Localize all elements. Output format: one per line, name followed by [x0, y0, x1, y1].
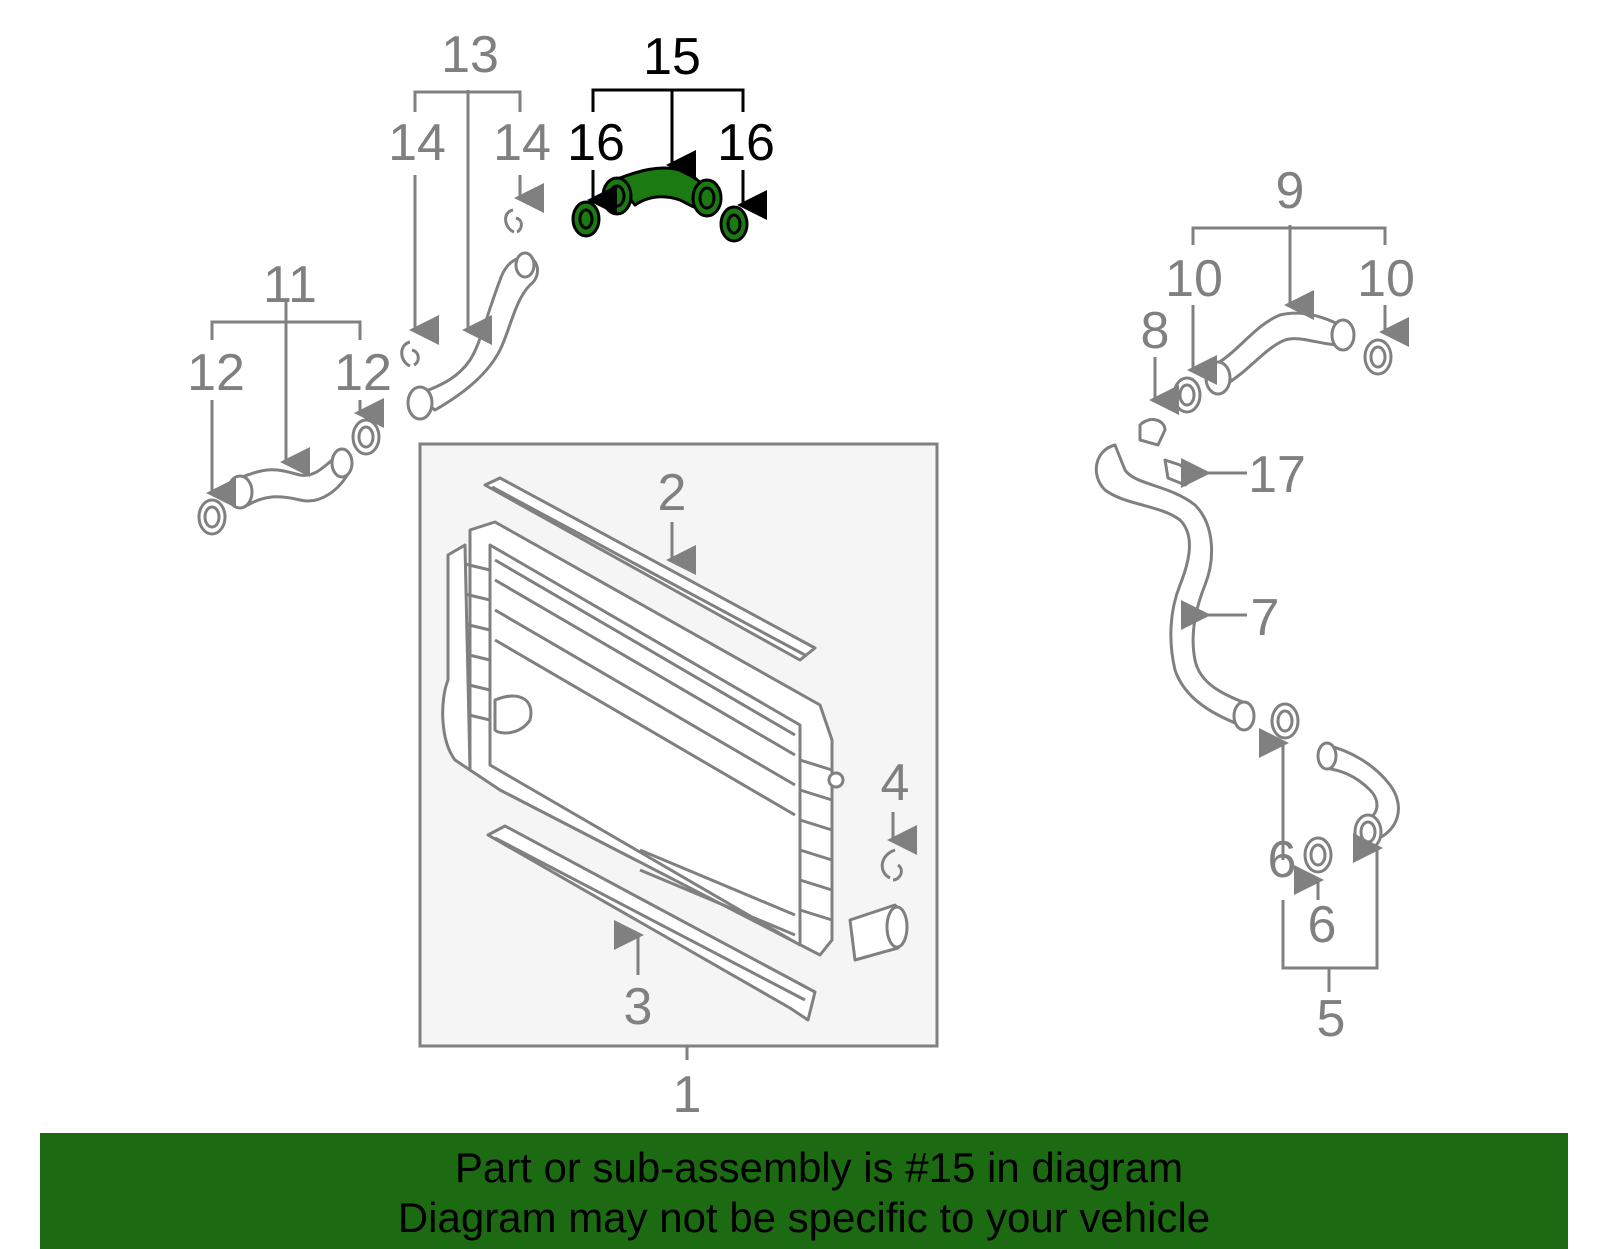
hose-11	[197, 418, 381, 536]
hose-5	[1303, 741, 1400, 874]
banner-line-part-number: Part or sub-assembly is #15 in diagram	[454, 1144, 1184, 1191]
pipe-13	[400, 208, 539, 421]
callout-12-left: 12	[187, 344, 245, 402]
callout-10-right: 10	[1357, 250, 1415, 308]
callout-3: 3	[624, 978, 653, 1036]
hose-9	[1172, 311, 1393, 414]
intercooler-assembly	[418, 442, 939, 1060]
callout-2: 2	[658, 464, 687, 522]
callout-16-left: 16	[567, 114, 625, 172]
callout-6-left: 6	[1268, 831, 1297, 889]
info-banner: Part or sub-assembly is #15 in diagram D…	[40, 1133, 1568, 1249]
leader-lines	[206, 88, 1409, 992]
callout-9: 9	[1276, 162, 1305, 220]
callout-13: 13	[441, 26, 499, 84]
hose-15-highlighted	[571, 166, 749, 243]
callout-7: 7	[1251, 589, 1280, 647]
callout-10-left: 10	[1165, 250, 1223, 308]
callout-15: 15	[643, 28, 701, 86]
callout-16-right: 16	[717, 114, 775, 172]
callout-5: 5	[1317, 990, 1346, 1048]
parts-diagram: 15 16 16 13 14 14 11 12 12 2 3 4 1 9 10 …	[187, 26, 1415, 1124]
banner-line-disclaimer: Diagram may not be specific to your vehi…	[397, 1194, 1211, 1241]
callout-12-right: 12	[334, 344, 392, 402]
callout-17: 17	[1248, 446, 1306, 504]
callout-6-right: 6	[1308, 896, 1337, 954]
callout-11: 11	[263, 256, 317, 314]
callout-4: 4	[881, 754, 910, 812]
callout-14-right: 14	[493, 114, 551, 172]
callout-labels: 15 16 16 13 14 14 11 12 12 2 3 4 1 9 10 …	[187, 26, 1415, 1124]
callout-8: 8	[1141, 302, 1170, 360]
callout-14-left: 14	[388, 114, 446, 172]
callout-1: 1	[673, 1066, 702, 1124]
